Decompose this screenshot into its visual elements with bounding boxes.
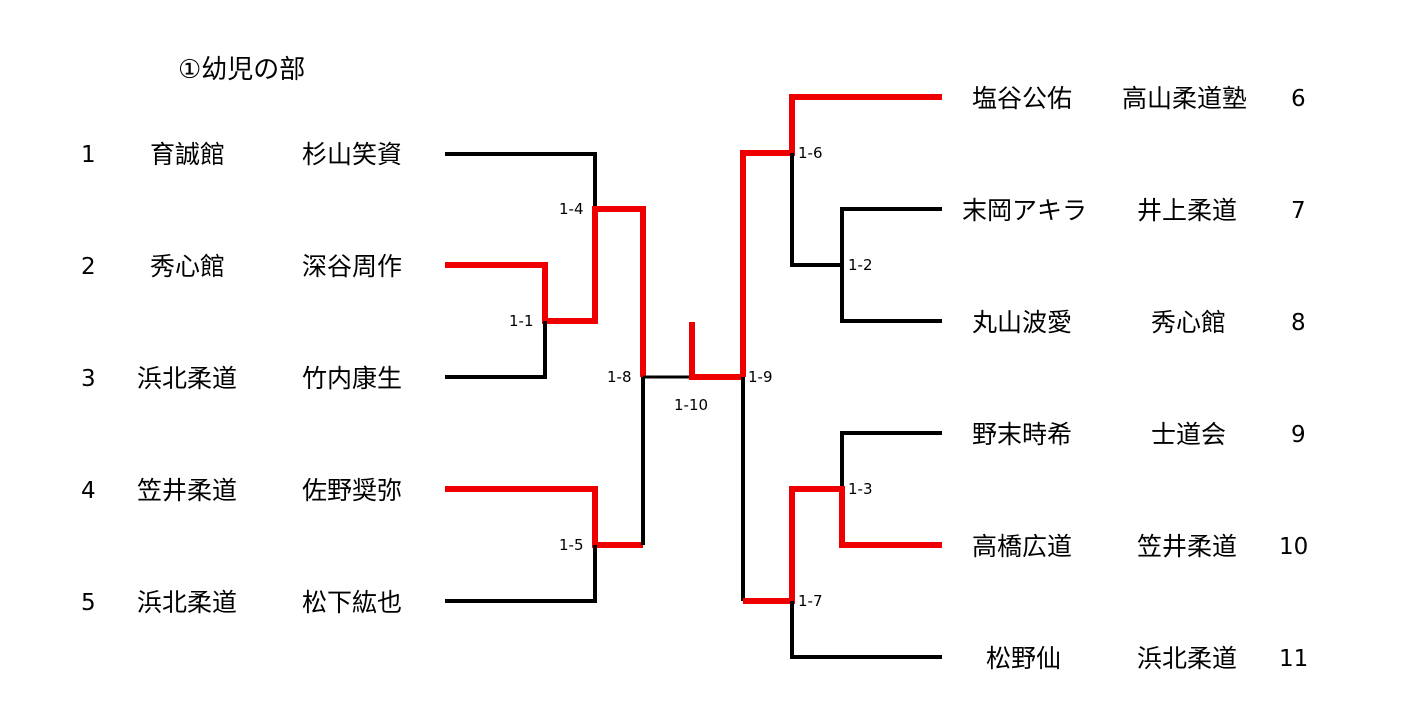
entry-number: 2 — [81, 254, 96, 280]
entry-name: 野末時希 — [972, 420, 1073, 449]
bracket-line — [445, 486, 643, 548]
entry-club: 笠井柔道 — [137, 476, 238, 505]
entry-number: 6 — [1291, 86, 1306, 112]
entry-club: 笠井柔道 — [1137, 532, 1238, 561]
entry-number: 11 — [1279, 646, 1309, 672]
bracket-line — [445, 545, 597, 603]
entry-club: 育誠館 — [150, 140, 226, 169]
bracket-line — [445, 206, 646, 377]
entry-name: 松野仙 — [986, 644, 1062, 673]
entry-name: 塩谷公佑 — [972, 84, 1073, 113]
entry-club: 浜北柔道 — [137, 364, 238, 393]
entry-name: 丸山波愛 — [972, 308, 1073, 337]
division-title: ①幼児の部 — [178, 55, 306, 85]
entry-number: 9 — [1291, 422, 1306, 448]
entry-name: 竹内康生 — [302, 364, 403, 393]
match-label-1-7: 1-7 — [798, 592, 823, 610]
entry-name: 松下紘也 — [302, 588, 403, 617]
entry-number: 4 — [81, 478, 96, 504]
entry-club: 秀心館 — [150, 252, 226, 281]
match-label-1-2: 1-2 — [848, 256, 873, 274]
entry-club: 高山柔道塾 — [1122, 84, 1248, 113]
bracket-line — [790, 153, 842, 267]
bracket-line — [790, 601, 942, 659]
bracket-line — [840, 207, 942, 323]
match-label-1-4: 1-4 — [559, 200, 584, 218]
entry-number: 10 — [1279, 534, 1309, 560]
entry-club: 井上柔道 — [1137, 196, 1238, 225]
entry-name: 深谷周作 — [302, 252, 403, 281]
entry-number: 3 — [81, 366, 96, 392]
entry-number: 5 — [81, 590, 96, 616]
match-label-1-9: 1-9 — [748, 368, 773, 386]
bracket-line — [689, 322, 743, 380]
bracket-line — [445, 152, 597, 209]
entry-club: 士道会 — [1151, 420, 1227, 449]
entry-number: 8 — [1291, 310, 1306, 336]
entry-name: 佐野奨弥 — [302, 476, 403, 505]
entry-name: 末岡アキラ — [962, 196, 1088, 225]
entry-name: 杉山笑資 — [302, 140, 403, 169]
entry-name: 高橋広道 — [972, 532, 1073, 561]
entry-number: 7 — [1291, 198, 1306, 224]
match-label-1-3: 1-3 — [848, 480, 873, 498]
entry-club: 浜北柔道 — [137, 588, 238, 617]
bracket-line — [743, 486, 942, 604]
bracket-line — [840, 431, 942, 489]
entry-club: 秀心館 — [1151, 308, 1227, 337]
bracket-line — [445, 321, 547, 379]
entry-number: 1 — [81, 142, 96, 168]
match-label-1-5: 1-5 — [559, 536, 584, 554]
entry-club: 浜北柔道 — [1137, 644, 1238, 673]
match-label-1-10: 1-10 — [674, 396, 709, 414]
match-label-1-6: 1-6 — [798, 144, 823, 162]
match-label-1-8: 1-8 — [607, 368, 632, 386]
match-label-1-1: 1-1 — [509, 312, 534, 330]
